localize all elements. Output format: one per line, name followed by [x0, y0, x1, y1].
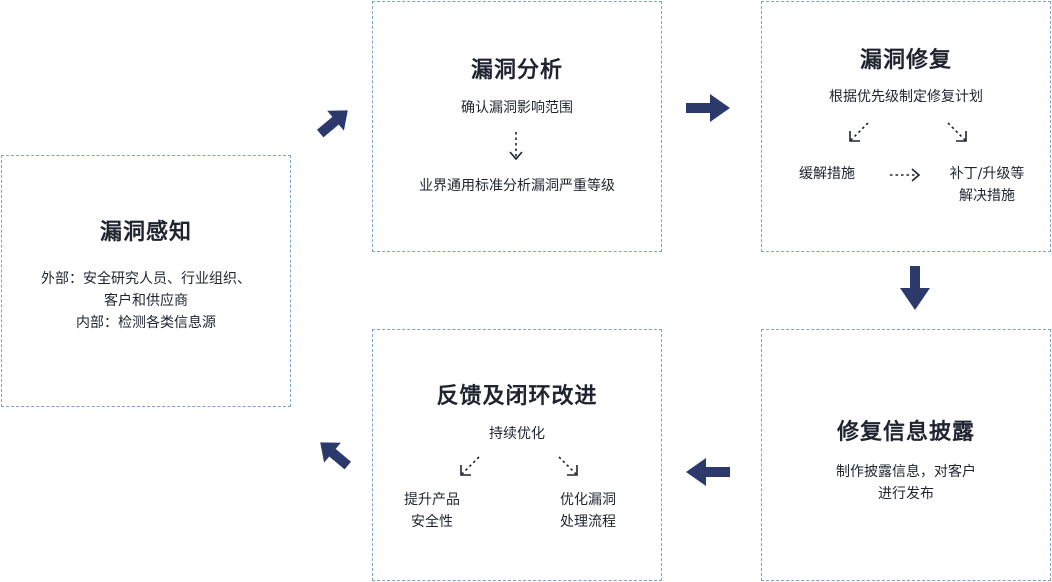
feedback-line1: 持续优化: [489, 426, 545, 442]
repair-down-right-arrow-icon: [947, 122, 967, 142]
feedback-left-text2: 安全性: [411, 514, 453, 530]
repair-down-left-arrow-icon: [849, 122, 869, 142]
feedback-title: 反馈及闭环改进: [436, 384, 598, 409]
repair-box: 漏洞修复 根据优先级制定修复计划 缓解措施 补丁/升级等 解决措施: [761, 1, 1051, 252]
perception-title: 漏洞感知: [99, 220, 192, 245]
disclosure-box: 修复信息披露 制作披露信息，对客户 进行发布: [761, 329, 1051, 581]
analysis-box: 漏洞分析 确认漏洞影响范围 业界通用标准分析漏洞严重等级: [372, 1, 662, 252]
feedback-left-text1: 提升产品: [404, 492, 460, 508]
flow-arrow-up-right-icon: [316, 110, 348, 138]
analysis-down-arrow-icon: [509, 132, 523, 161]
perception-line2: 客户和供应商: [104, 293, 188, 309]
feedback-right-text1: 优化漏洞: [560, 492, 616, 508]
disclosure-line1: 制作披露信息，对客户: [836, 464, 976, 480]
repair-title: 漏洞修复: [859, 48, 952, 73]
repair-left-text: 缓解措施: [799, 166, 855, 182]
flow-arrow-down-icon: [900, 266, 930, 310]
feedback-down-right-arrow-icon: [558, 456, 578, 476]
analysis-title: 漏洞分析: [470, 58, 563, 83]
flow-arrow-left-icon: [686, 458, 730, 486]
repair-line1: 根据优先级制定修复计划: [829, 89, 983, 105]
repair-right-text2: 解决措施: [959, 188, 1015, 204]
feedback-right-text2: 处理流程: [560, 514, 616, 530]
feedback-box: 反馈及闭环改进 持续优化 提升产品 安全性 优化漏洞 处理流程: [372, 329, 662, 581]
repair-right-text1: 补丁/升级等: [949, 166, 1025, 182]
disclosure-title: 修复信息披露: [836, 420, 975, 445]
flow-arrow-right-icon: [686, 94, 730, 122]
perception-line3: 内部：检测各类信息源: [76, 315, 216, 331]
flow-arrow-up-left-icon: [320, 442, 352, 470]
perception-line1: 外部：安全研究人员、行业组织、: [41, 271, 251, 287]
analysis-line1: 确认漏洞影响范围: [461, 100, 573, 116]
repair-right-arrow-icon: [890, 168, 921, 182]
feedback-down-left-arrow-icon: [460, 456, 480, 476]
disclosure-line2: 进行发布: [878, 486, 934, 502]
analysis-line2: 业界通用标准分析漏洞严重等级: [419, 178, 615, 194]
perception-box: 漏洞感知 外部：安全研究人员、行业组织、 客户和供应商 内部：检测各类信息源: [1, 155, 291, 407]
